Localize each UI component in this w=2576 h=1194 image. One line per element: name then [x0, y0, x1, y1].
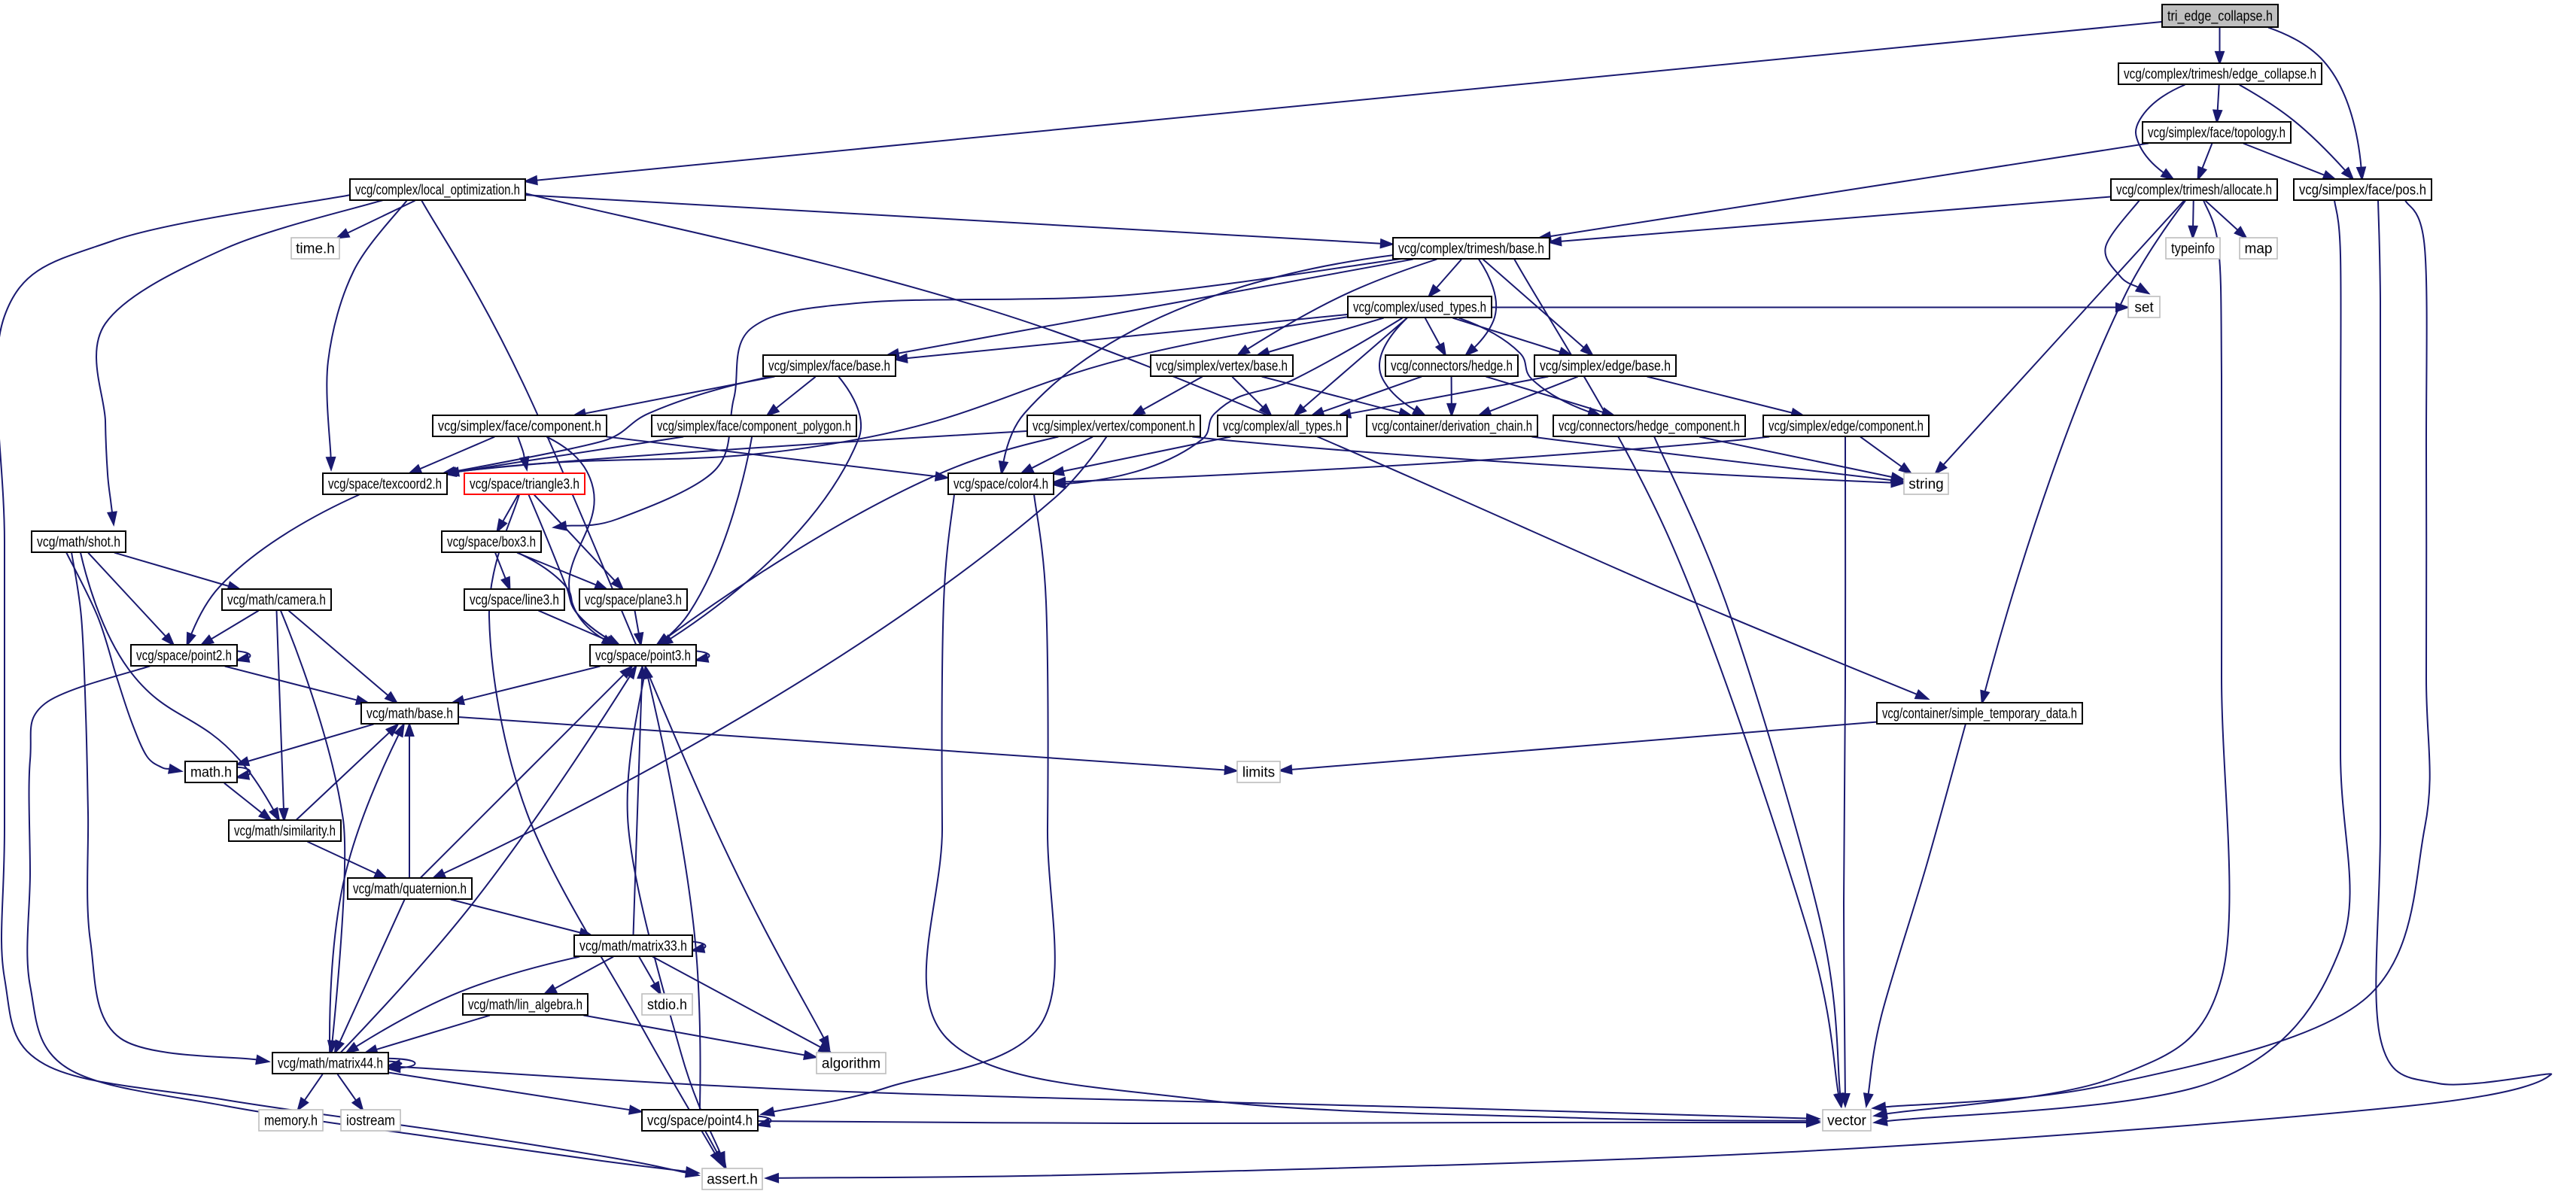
svg-text:vcg/space/plane3.h: vcg/space/plane3.h: [585, 593, 682, 609]
svg-text:vcg/space/box3.h: vcg/space/box3.h: [447, 535, 536, 551]
svg-text:vcg/math/base.h: vcg/math/base.h: [366, 706, 453, 722]
svg-text:vcg/complex/trimesh/base.h: vcg/complex/trimesh/base.h: [1398, 242, 1544, 257]
svg-text:typeinfo: typeinfo: [2171, 242, 2215, 257]
svg-text:vcg/space/line3.h: vcg/space/line3.h: [470, 593, 559, 609]
svg-text:vcg/complex/trimesh/edge_colla: vcg/complex/trimesh/edge_collapse.h: [2124, 67, 2316, 83]
svg-text:vcg/simplex/face/component_pol: vcg/simplex/face/component_polygon.h: [657, 419, 851, 435]
svg-text:string: string: [1908, 477, 1943, 493]
svg-text:vcg/space/point2.h: vcg/space/point2.h: [136, 649, 232, 664]
svg-text:map: map: [2245, 242, 2273, 257]
svg-text:vcg/complex/trimesh/allocate.h: vcg/complex/trimesh/allocate.h: [2116, 183, 2272, 199]
svg-text:math.h: math.h: [190, 765, 232, 781]
svg-text:time.h: time.h: [296, 242, 335, 257]
svg-text:vcg/connectors/hedge_component: vcg/connectors/hedge_component.h: [1559, 419, 1740, 435]
svg-text:vcg/space/point4.h: vcg/space/point4.h: [647, 1113, 753, 1129]
svg-text:vcg/math/quaternion.h: vcg/math/quaternion.h: [353, 882, 467, 898]
svg-text:assert.h: assert.h: [707, 1172, 758, 1188]
svg-text:vcg/simplex/edge/base.h: vcg/simplex/edge/base.h: [1540, 359, 1671, 375]
svg-text:vcg/simplex/face/topology.h: vcg/simplex/face/topology.h: [2148, 126, 2286, 141]
svg-text:memory.h: memory.h: [264, 1113, 318, 1129]
svg-text:vcg/simplex/edge/component.h: vcg/simplex/edge/component.h: [1769, 419, 1924, 435]
svg-text:algorithm: algorithm: [822, 1056, 880, 1072]
svg-text:vcg/math/shot.h: vcg/math/shot.h: [37, 535, 120, 551]
svg-text:vcg/complex/used_types.h: vcg/complex/used_types.h: [1353, 300, 1486, 316]
svg-text:vcg/container/simple_temporary: vcg/container/simple_temporary_data.h: [1882, 706, 2077, 722]
svg-text:vcg/space/point3.h: vcg/space/point3.h: [595, 649, 691, 664]
svg-text:iostream: iostream: [346, 1113, 395, 1129]
svg-text:vcg/simplex/face/component.h: vcg/simplex/face/component.h: [438, 419, 601, 435]
svg-text:vcg/math/lin_algebra.h: vcg/math/lin_algebra.h: [468, 998, 582, 1013]
svg-text:vcg/complex/local_optimization: vcg/complex/local_optimization.h: [355, 183, 520, 199]
svg-text:stdio.h: stdio.h: [647, 998, 687, 1013]
svg-text:set: set: [2134, 300, 2154, 316]
svg-text:vector: vector: [1827, 1113, 1866, 1129]
svg-text:vcg/complex/all_types.h: vcg/complex/all_types.h: [1223, 419, 1342, 435]
svg-text:vcg/simplex/face/base.h: vcg/simplex/face/base.h: [768, 359, 890, 375]
svg-text:vcg/math/matrix33.h: vcg/math/matrix33.h: [579, 939, 687, 955]
svg-text:vcg/simplex/face/pos.h: vcg/simplex/face/pos.h: [2299, 183, 2426, 199]
svg-text:vcg/connectors/hedge.h: vcg/connectors/hedge.h: [1391, 359, 1513, 375]
svg-text:tri_edge_collapse.h: tri_edge_collapse.h: [2167, 9, 2273, 25]
svg-text:vcg/space/triangle3.h: vcg/space/triangle3.h: [470, 477, 579, 493]
svg-text:vcg/space/color4.h: vcg/space/color4.h: [953, 477, 1048, 493]
svg-text:vcg/space/texcoord2.h: vcg/space/texcoord2.h: [328, 477, 442, 493]
svg-text:vcg/math/similarity.h: vcg/math/similarity.h: [234, 824, 336, 840]
svg-text:vcg/container/derivation_chain: vcg/container/derivation_chain.h: [1372, 419, 1532, 435]
svg-text:vcg/simplex/vertex/component.h: vcg/simplex/vertex/component.h: [1033, 419, 1195, 435]
svg-text:vcg/math/matrix44.h: vcg/math/matrix44.h: [278, 1056, 383, 1072]
svg-text:limits: limits: [1242, 765, 1275, 781]
svg-text:vcg/math/camera.h: vcg/math/camera.h: [227, 593, 326, 609]
svg-text:vcg/simplex/vertex/base.h: vcg/simplex/vertex/base.h: [1156, 359, 1288, 375]
